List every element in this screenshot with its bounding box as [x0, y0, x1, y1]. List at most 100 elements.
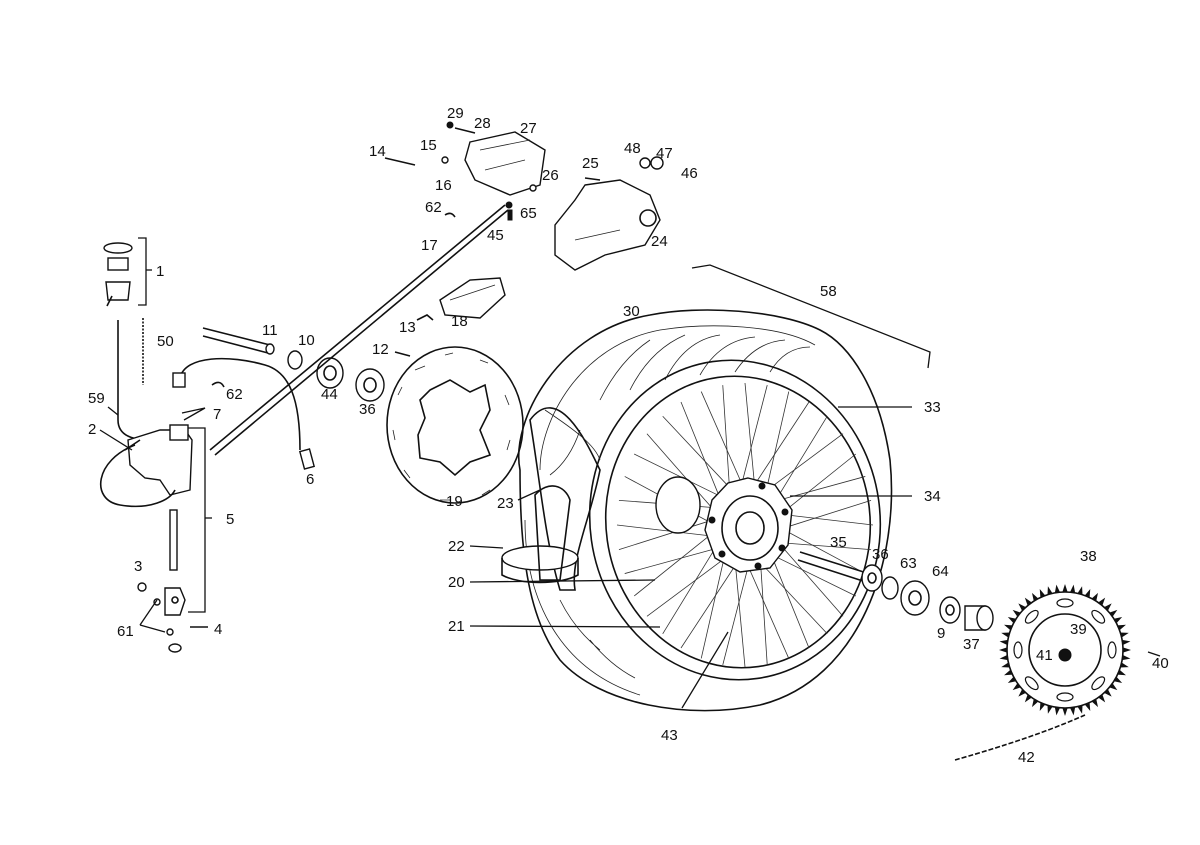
sprocket-tooth: [1007, 617, 1017, 624]
sprocket-tooth: [1122, 647, 1131, 653]
label-11: 11: [262, 322, 278, 339]
label-41: 41: [1036, 647, 1053, 664]
sprocket-tooth: [1054, 707, 1061, 716]
pin-13: [416, 314, 434, 321]
spoke: [744, 558, 790, 659]
spoke: [700, 391, 746, 492]
label-22: 22: [448, 538, 465, 555]
label-40: 40: [1152, 655, 1169, 672]
label-42: 42: [1018, 749, 1035, 766]
label-18: 18: [451, 313, 468, 330]
label-23: 23: [497, 495, 514, 512]
sprocket-cutout: [1056, 692, 1074, 702]
spoke: [754, 556, 828, 635]
label-26: 26: [542, 167, 559, 184]
spoke: [646, 554, 731, 617]
small-parts-left: [137, 582, 208, 653]
sprocket-tooth: [1047, 586, 1053, 595]
clevis: [164, 587, 186, 616]
label-62a: 62: [226, 386, 243, 403]
sprocket-tooth: [1109, 609, 1118, 617]
label-5: 5: [226, 511, 234, 528]
sprocket-tooth: [999, 639, 1008, 646]
label-20: 20: [448, 574, 465, 591]
sprocket-tooth: [1077, 705, 1083, 714]
spoke: [680, 401, 723, 504]
label-19: 19: [446, 493, 463, 510]
spacer-9: [939, 596, 961, 624]
rim: [588, 359, 882, 681]
label-44: 44: [321, 386, 338, 403]
sprocket-tooth: [1018, 603, 1026, 611]
label-46: 46: [681, 165, 698, 182]
sprocket-tooth: [1062, 707, 1068, 716]
label-16: 16: [435, 177, 452, 194]
sprocket-cutout: [1024, 609, 1039, 624]
brake-hose-6: [172, 357, 316, 470]
sprocket: [999, 584, 1131, 716]
spoke: [722, 558, 751, 665]
label-7: 7: [213, 406, 221, 423]
label-36b: 36: [872, 546, 889, 563]
sprocket-tooth: [1091, 592, 1098, 602]
label-48: 48: [624, 140, 641, 157]
sprocket-tooth: [999, 654, 1008, 661]
sprocket-tooth: [1001, 632, 1010, 638]
spoke: [739, 385, 768, 492]
label-34: 34: [924, 488, 941, 505]
sprocket-cutout: [1091, 676, 1106, 691]
label-2: 2: [88, 421, 96, 438]
spoke: [616, 524, 717, 538]
label-38: 38: [1080, 548, 1097, 565]
bearing-right: [861, 564, 883, 592]
sprocket-tooth: [1109, 683, 1118, 691]
axle: [797, 551, 871, 583]
sprocket-tooth: [1047, 705, 1053, 714]
label-35: 35: [830, 534, 847, 551]
brake-line-loop: [99, 444, 176, 508]
spoke: [618, 518, 716, 551]
sprocket-tooth: [1024, 694, 1032, 703]
sprocket-tooth: [1091, 698, 1098, 708]
sprocket-tooth: [1113, 676, 1123, 683]
sprocket-tooth: [1039, 589, 1046, 598]
label-1: 1: [156, 263, 164, 280]
spoke: [646, 433, 718, 514]
label-3: 3: [134, 558, 142, 575]
rim-tape: [534, 485, 571, 581]
spoke: [764, 550, 857, 597]
hub: [655, 476, 793, 573]
clip-62: [211, 212, 456, 388]
label-15: 15: [420, 137, 437, 154]
label-33: 33: [924, 399, 941, 416]
sprocket-tooth: [1032, 592, 1039, 602]
label-30: 30: [623, 303, 640, 320]
sprocket-tooth: [1120, 662, 1129, 668]
label-58: 58: [820, 283, 837, 300]
sprocket-tooth: [1004, 669, 1013, 676]
sprocket-tooth: [1120, 632, 1129, 638]
caliper: [464, 131, 546, 196]
label-50: 50: [157, 333, 174, 350]
sprocket-tooth: [1069, 707, 1076, 716]
sprocket-tooth: [1069, 584, 1076, 593]
spoke: [749, 401, 810, 492]
spoke: [734, 556, 746, 668]
label-27: 27: [520, 120, 537, 137]
seal-63: [881, 576, 899, 600]
bearing-36-left: [355, 368, 385, 402]
label-43: 43: [661, 727, 678, 744]
spoke: [767, 546, 810, 649]
sprocket-tooth: [1104, 689, 1112, 697]
sprocket-tooth: [1117, 669, 1126, 676]
sprocket-tooth: [1113, 617, 1123, 624]
brake-disc: [386, 346, 524, 504]
sprocket-tooth: [1012, 609, 1021, 617]
sprocket-tooth: [1084, 589, 1091, 598]
sprocket-tooth: [1018, 689, 1026, 697]
pushrod: [169, 509, 178, 571]
spoke: [722, 385, 731, 496]
bearing-64: [900, 580, 930, 616]
reservoir: [103, 242, 133, 307]
